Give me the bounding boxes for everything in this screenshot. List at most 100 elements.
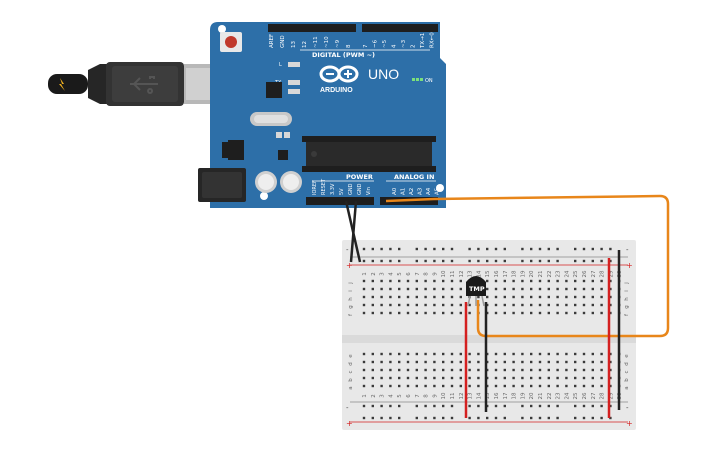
rail-hole[interactable] [415, 247, 418, 251]
breadboard-hole[interactable] [450, 287, 454, 291]
rail-hole[interactable] [362, 259, 366, 263]
rail-hole[interactable] [521, 259, 524, 263]
rail-hole[interactable] [468, 247, 471, 251]
rail-hole[interactable] [494, 259, 498, 263]
breadboard-hole[interactable] [389, 384, 392, 388]
rail-hole[interactable] [477, 416, 480, 420]
breadboard-hole[interactable] [442, 376, 445, 380]
rail-hole[interactable] [433, 416, 436, 420]
breadboard-hole[interactable] [565, 384, 568, 388]
rail-hole[interactable] [424, 404, 427, 408]
breadboard-hole[interactable] [556, 311, 559, 315]
breadboard-hole[interactable] [424, 279, 427, 283]
breadboard-hole[interactable] [600, 303, 603, 307]
breadboard-hole[interactable] [486, 287, 489, 291]
rail-hole[interactable] [424, 247, 427, 251]
rail-hole[interactable] [530, 416, 533, 420]
breadboard-hole[interactable] [565, 360, 568, 364]
rail-hole[interactable] [442, 259, 445, 263]
breadboard-hole[interactable] [398, 368, 401, 372]
breadboard-hole[interactable] [600, 352, 603, 356]
rail-hole[interactable] [371, 247, 374, 251]
breadboard-hole[interactable] [415, 279, 418, 283]
breadboard-hole[interactable] [371, 279, 374, 283]
breadboard-hole[interactable] [494, 376, 498, 380]
breadboard-hole[interactable] [424, 311, 427, 315]
breadboard-hole[interactable] [530, 352, 533, 356]
breadboard-hole[interactable] [556, 352, 559, 356]
breadboard-hole[interactable] [582, 303, 586, 307]
rail-hole[interactable] [503, 404, 506, 408]
rail-hole[interactable] [494, 247, 498, 251]
breadboard-hole[interactable] [574, 295, 577, 299]
breadboard-hole[interactable] [538, 279, 542, 283]
breadboard-hole[interactable] [468, 360, 471, 364]
breadboard-hole[interactable] [442, 352, 445, 356]
breadboard-hole[interactable] [442, 360, 445, 364]
rail-hole[interactable] [600, 416, 603, 420]
breadboard-hole[interactable] [362, 368, 366, 372]
rail-hole[interactable] [600, 259, 603, 263]
breadboard-hole[interactable] [512, 352, 515, 356]
breadboard-hole[interactable] [600, 311, 603, 315]
breadboard-hole[interactable] [538, 303, 542, 307]
breadboard-hole[interactable] [389, 368, 392, 372]
rail-hole[interactable] [503, 416, 506, 420]
rail-hole[interactable] [442, 404, 445, 408]
breadboard-hole[interactable] [398, 376, 401, 380]
breadboard-hole[interactable] [609, 384, 612, 388]
breadboard-hole[interactable] [574, 287, 577, 291]
breadboard-hole[interactable] [433, 376, 436, 380]
rail-hole[interactable] [486, 247, 489, 251]
breadboard-hole[interactable] [582, 360, 586, 364]
rail-hole[interactable] [389, 416, 392, 420]
rail-hole[interactable] [600, 404, 603, 408]
breadboard-hole[interactable] [547, 279, 550, 283]
rail-hole[interactable] [547, 416, 550, 420]
breadboard-hole[interactable] [406, 368, 410, 372]
rail-hole[interactable] [380, 259, 383, 263]
breadboard-hole[interactable] [547, 311, 550, 315]
breadboard-hole[interactable] [433, 368, 436, 372]
breadboard-hole[interactable] [362, 311, 366, 315]
breadboard-hole[interactable] [442, 311, 445, 315]
breadboard-hole[interactable] [371, 311, 374, 315]
breadboard-hole[interactable] [406, 287, 410, 291]
breadboard-hole[interactable] [582, 368, 586, 372]
breadboard-hole[interactable] [468, 376, 471, 380]
breadboard-hole[interactable] [380, 311, 383, 315]
breadboard-hole[interactable] [521, 295, 524, 299]
rail-hole[interactable] [591, 404, 594, 408]
breadboard-hole[interactable] [530, 384, 533, 388]
breadboard-hole[interactable] [556, 303, 559, 307]
breadboard-hole[interactable] [582, 295, 586, 299]
breadboard-hole[interactable] [494, 279, 498, 283]
breadboard-hole[interactable] [389, 279, 392, 283]
rail-hole[interactable] [486, 259, 489, 263]
breadboard-hole[interactable] [371, 352, 374, 356]
breadboard-hole[interactable] [582, 376, 586, 380]
breadboard-hole[interactable] [547, 360, 550, 364]
breadboard-hole[interactable] [398, 384, 401, 388]
breadboard-hole[interactable] [433, 295, 436, 299]
breadboard-hole[interactable] [389, 295, 392, 299]
breadboard-hole[interactable] [459, 279, 462, 283]
breadboard-hole[interactable] [459, 311, 462, 315]
rail-hole[interactable] [424, 416, 427, 420]
breadboard-hole[interactable] [521, 360, 524, 364]
breadboard-hole[interactable] [433, 287, 436, 291]
rail-hole[interactable] [547, 404, 550, 408]
breadboard-hole[interactable] [424, 368, 427, 372]
breadboard-hole[interactable] [538, 295, 542, 299]
breadboard-hole[interactable] [415, 303, 418, 307]
breadboard-hole[interactable] [424, 303, 427, 307]
breadboard-hole[interactable] [433, 360, 436, 364]
breadboard-hole[interactable] [556, 368, 559, 372]
breadboard-hole[interactable] [556, 279, 559, 283]
rail-hole[interactable] [468, 416, 471, 420]
breadboard-hole[interactable] [521, 352, 524, 356]
breadboard-hole[interactable] [398, 360, 401, 364]
breadboard-hole[interactable] [380, 360, 383, 364]
rail-hole[interactable] [362, 404, 366, 408]
